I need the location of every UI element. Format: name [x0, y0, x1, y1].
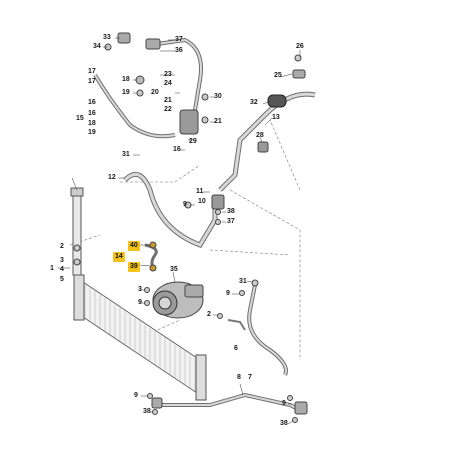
callout-17-b: 17: [88, 78, 96, 85]
callout-12: 12: [108, 174, 116, 181]
callout-38-a: 38: [227, 208, 235, 215]
callout-36: 36: [175, 47, 183, 54]
callout-16-b: 16: [88, 110, 96, 117]
leader-lines: [58, 37, 301, 425]
callout-9-d: 9: [134, 392, 138, 399]
callout-40: 40: [128, 241, 140, 251]
callout-32: 32: [250, 99, 258, 106]
callout-34: 34: [93, 43, 101, 50]
callout-9-c: 9: [226, 290, 230, 297]
suction-hose: [123, 171, 225, 249]
bottom-pipe: [147, 392, 308, 423]
callout-21-a: 21: [164, 97, 172, 104]
callout-9-e: 9: [282, 400, 286, 407]
callout-18-b: 18: [122, 76, 130, 83]
callout-26: 26: [296, 43, 304, 50]
callout-19-b: 19: [122, 89, 130, 96]
callout-35: 35: [170, 266, 178, 273]
right-pipe: [217, 279, 288, 376]
callout-38-c: 38: [280, 420, 288, 427]
callout-7: 7: [248, 374, 252, 381]
callout-17-a: 17: [88, 68, 96, 75]
callout-22: 22: [164, 106, 172, 113]
callout-37: 37: [175, 36, 183, 43]
callout-28: 28: [256, 132, 264, 139]
callout-29: 29: [189, 138, 197, 145]
callout-23: 23: [164, 71, 172, 78]
condenser: [73, 274, 207, 401]
pressure-line: [144, 241, 158, 272]
callout-9-a: 9: [183, 201, 187, 208]
callout-31-a: 31: [122, 151, 130, 158]
callout-14: 14: [113, 252, 125, 262]
callout-30: 30: [214, 93, 222, 100]
callout-38-b: 38: [143, 408, 151, 415]
callout-15: 15: [76, 115, 84, 122]
callout-8: 8: [237, 374, 241, 381]
callout-4: 4: [60, 266, 64, 273]
callout-9-b: 9: [138, 299, 142, 306]
top-left-hose: [93, 32, 209, 139]
callout-16-c: 16: [173, 146, 181, 153]
callout-3-a: 3: [60, 257, 64, 264]
compressor: [144, 281, 204, 319]
callout-25: 25: [274, 72, 282, 79]
callout-2-b: 2: [207, 311, 211, 318]
callout-10: 10: [198, 198, 206, 205]
callout-11: 11: [196, 188, 204, 195]
callout-20: 20: [151, 89, 159, 96]
top-right-pipe: [218, 54, 316, 192]
assembly-guide-lines: [69, 119, 301, 360]
callout-2-a: 2: [60, 243, 64, 250]
callout-21-b: 21: [214, 118, 222, 125]
callout-19-a: 19: [88, 129, 96, 136]
callout-5: 5: [60, 276, 64, 283]
callout-24: 24: [164, 80, 172, 87]
callout-37-b: 37: [227, 218, 235, 225]
receiver-drier: [70, 187, 84, 276]
callout-13: 13: [272, 114, 280, 121]
callout-6: 6: [234, 345, 238, 352]
callout-1: 1: [50, 265, 54, 272]
callout-33: 33: [103, 34, 111, 41]
callout-18-a: 18: [88, 120, 96, 127]
callout-31-b: 31: [239, 278, 247, 285]
callout-16-a: 16: [88, 99, 96, 106]
callout-3-b: 3: [138, 286, 142, 293]
callout-39: 39: [128, 262, 140, 272]
